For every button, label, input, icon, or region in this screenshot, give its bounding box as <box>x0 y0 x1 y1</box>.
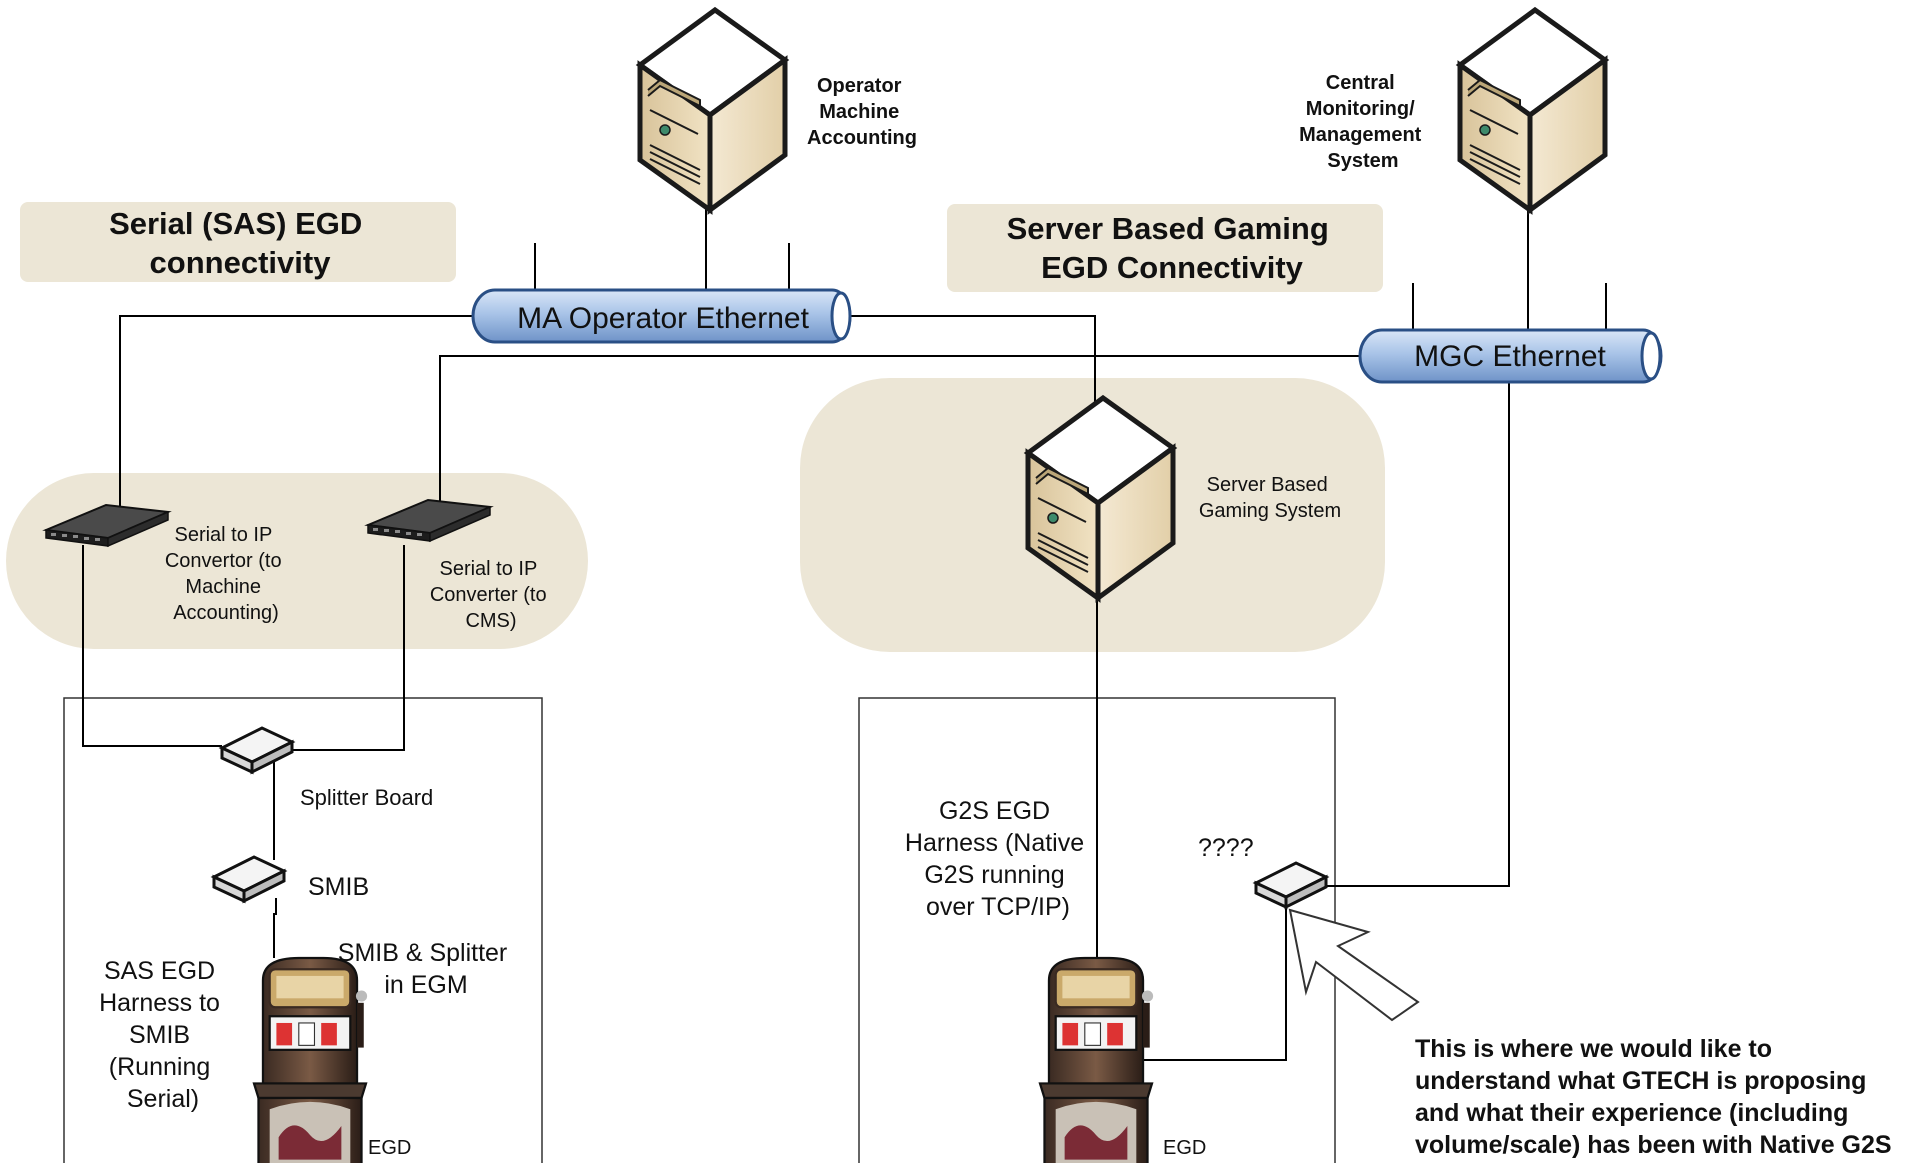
sas-title: Serial (SAS) EGD connectivity <box>109 206 371 280</box>
splitter-board-label: Splitter Board <box>300 785 433 810</box>
ma-ethernet-label: MA Operator Ethernet <box>517 302 809 335</box>
pointer-arrow <box>1288 908 1420 1022</box>
smib-splitter-label: SMIB & Splitter in EGM <box>338 939 514 999</box>
sas-egd-box <box>63 697 543 1163</box>
operator-ma-label: Operator Machine Accounting <box>807 75 917 149</box>
converter-cms-label: Serial to IP Converter (to CMS) <box>430 558 552 632</box>
gtech-note: This is where we would like to understan… <box>1415 1035 1892 1159</box>
unknown-device-label: ???? <box>1198 834 1254 862</box>
cms-label: Central Monitoring/ Management System <box>1299 72 1427 172</box>
smib-label: SMIB <box>308 873 369 901</box>
g2s-egm-icon <box>1038 956 1155 1163</box>
connection-lines <box>82 200 1607 1061</box>
ma-ethernet-pipe <box>471 288 852 344</box>
cms-server-icon <box>1460 10 1605 210</box>
converter-ma-label: Serial to IP Convertor (to Machine Accou… <box>165 524 287 624</box>
splitter-board-icon <box>220 726 294 774</box>
mgc-ethernet-pipe <box>1358 328 1663 384</box>
mgc-ethernet-label: MGC Ethernet <box>1414 340 1606 373</box>
sbg-system-label: Server Based Gaming System <box>1199 474 1341 522</box>
sbg-title: Server Based Gaming EGD Connectivity <box>1007 211 1338 285</box>
smib-icon <box>212 855 286 903</box>
sas-harness-label: SAS EGD Harness to SMIB (Running Serial) <box>99 957 227 1113</box>
sas-egm-icon <box>252 956 369 1163</box>
g2s-harness-label: G2S EGD Harness (Native G2S running over… <box>905 797 1091 921</box>
sbg-title-panel <box>947 204 1383 292</box>
egd-right-label: EGD <box>1163 1137 1206 1159</box>
egd-left-label: EGD <box>368 1137 411 1159</box>
sas-title-panel <box>20 202 456 282</box>
operator-ma-server-icon <box>640 10 785 210</box>
unknown-device-icon <box>1254 861 1328 909</box>
